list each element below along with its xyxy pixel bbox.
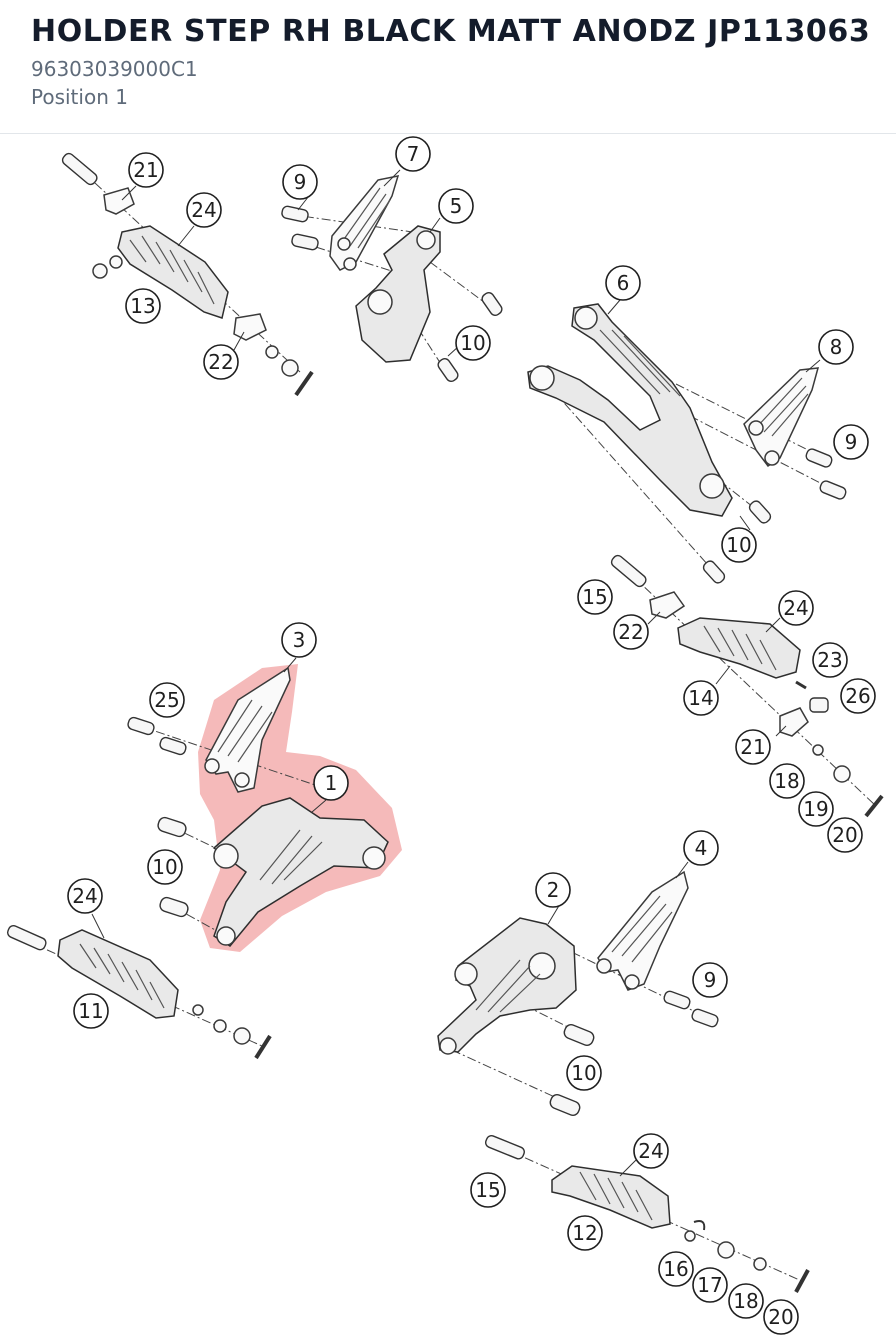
- svg-text:17: 17: [697, 1273, 722, 1297]
- svg-text:2: 2: [547, 878, 560, 902]
- svg-text:10: 10: [571, 1061, 596, 1085]
- svg-text:20: 20: [832, 823, 857, 847]
- holder-assembly-top-middle: [281, 175, 503, 383]
- svg-text:8: 8: [830, 335, 843, 359]
- position-label: Position 1: [31, 85, 128, 109]
- callout-21[interactable]: 21: [735, 729, 771, 765]
- callout-9[interactable]: 9: [833, 424, 869, 460]
- svg-text:26: 26: [845, 684, 870, 708]
- footpeg-assembly-bottom: [484, 1134, 810, 1293]
- svg-text:10: 10: [152, 855, 177, 879]
- svg-text:6: 6: [617, 271, 630, 295]
- callout-15[interactable]: 15: [470, 1172, 506, 1208]
- callout-22[interactable]: 22: [613, 614, 649, 650]
- callout-22[interactable]: 22: [203, 344, 239, 380]
- part-title: HOLDER STEP RH BLACK MATT ANODZ JP113063: [31, 14, 871, 49]
- callout-16[interactable]: 16: [658, 1251, 694, 1287]
- svg-text:19: 19: [803, 797, 828, 821]
- callout-5[interactable]: 5: [438, 188, 474, 224]
- exploded-parts-diagram: 21 24 13 22 9 7 5 10 6 8 9 10 15 22 24 2…: [6, 136, 884, 1335]
- callout-25[interactable]: 25: [149, 682, 185, 718]
- callout-24[interactable]: 24: [778, 590, 814, 626]
- svg-text:18: 18: [774, 769, 799, 793]
- callout-26[interactable]: 26: [840, 678, 876, 714]
- holder-assembly-highlighted: [127, 664, 402, 952]
- callout-10[interactable]: 10: [721, 527, 757, 563]
- svg-text:16: 16: [663, 1257, 688, 1281]
- callout-10[interactable]: 10: [147, 849, 183, 885]
- svg-text:21: 21: [133, 158, 158, 182]
- callout-7[interactable]: 7: [395, 136, 431, 172]
- svg-text:24: 24: [783, 596, 808, 620]
- svg-text:11: 11: [78, 999, 103, 1023]
- callout-24[interactable]: 24: [67, 878, 103, 914]
- svg-text:13: 13: [130, 294, 155, 318]
- part-number: 96303039000C1: [31, 57, 198, 81]
- callout-15[interactable]: 15: [577, 579, 613, 615]
- callout-18[interactable]: 18: [769, 763, 805, 799]
- svg-text:24: 24: [72, 884, 97, 908]
- callout-18[interactable]: 18: [728, 1283, 764, 1319]
- svg-text:22: 22: [208, 350, 233, 374]
- callout-23[interactable]: 23: [812, 642, 848, 678]
- callout-9[interactable]: 9: [692, 962, 728, 998]
- callout-10[interactable]: 10: [566, 1055, 602, 1091]
- svg-text:10: 10: [726, 533, 751, 557]
- callout-3[interactable]: 3: [281, 622, 317, 658]
- callout-24[interactable]: 24: [633, 1133, 669, 1169]
- svg-text:14: 14: [688, 686, 713, 710]
- callout-19[interactable]: 19: [798, 791, 834, 827]
- svg-text:24: 24: [638, 1139, 663, 1163]
- callout-20[interactable]: 20: [827, 817, 863, 853]
- callout-24[interactable]: 24: [186, 192, 222, 228]
- callout-4[interactable]: 4: [683, 830, 719, 866]
- svg-text:5: 5: [450, 194, 463, 218]
- svg-text:23: 23: [817, 648, 842, 672]
- callout-10[interactable]: 10: [455, 325, 491, 361]
- callout-bubbles: 21 24 13 22 9 7 5 10 6 8 9 10 15 22 24 2…: [67, 136, 876, 1335]
- callout-17[interactable]: 17: [692, 1267, 728, 1303]
- callout-9[interactable]: 9: [282, 164, 318, 200]
- callout-12[interactable]: 12: [567, 1215, 603, 1251]
- svg-text:9: 9: [845, 430, 858, 454]
- callout-2[interactable]: 2: [535, 872, 571, 908]
- svg-text:4: 4: [695, 836, 708, 860]
- svg-text:24: 24: [191, 198, 216, 222]
- svg-text:12: 12: [572, 1221, 597, 1245]
- callout-20[interactable]: 20: [763, 1299, 799, 1335]
- svg-text:18: 18: [733, 1289, 758, 1313]
- svg-text:21: 21: [740, 735, 765, 759]
- footpeg-assembly-left: [6, 924, 272, 1060]
- svg-text:3: 3: [293, 628, 306, 652]
- svg-text:20: 20: [768, 1305, 793, 1329]
- callout-21[interactable]: 21: [128, 152, 164, 188]
- callout-14[interactable]: 14: [683, 680, 719, 716]
- svg-text:22: 22: [618, 620, 643, 644]
- holder-assembly-bottom: [437, 870, 719, 1116]
- holder-assembly-right: [527, 303, 847, 584]
- svg-text:15: 15: [475, 1178, 500, 1202]
- footpeg-assembly-top-left: [61, 152, 314, 397]
- callout-11[interactable]: 11: [73, 993, 109, 1029]
- callout-6[interactable]: 6: [605, 265, 641, 301]
- callout-1[interactable]: 1: [313, 765, 349, 801]
- svg-text:9: 9: [704, 968, 717, 992]
- svg-text:10: 10: [460, 331, 485, 355]
- svg-text:9: 9: [294, 170, 307, 194]
- svg-text:25: 25: [154, 688, 179, 712]
- page-header: HOLDER STEP RH BLACK MATT ANODZ JP113063…: [0, 0, 896, 134]
- svg-text:7: 7: [407, 142, 420, 166]
- callout-13[interactable]: 13: [125, 288, 161, 324]
- footpeg-assembly-right: [610, 554, 884, 818]
- callout-8[interactable]: 8: [818, 329, 854, 365]
- svg-text:15: 15: [582, 585, 607, 609]
- svg-text:1: 1: [325, 771, 338, 795]
